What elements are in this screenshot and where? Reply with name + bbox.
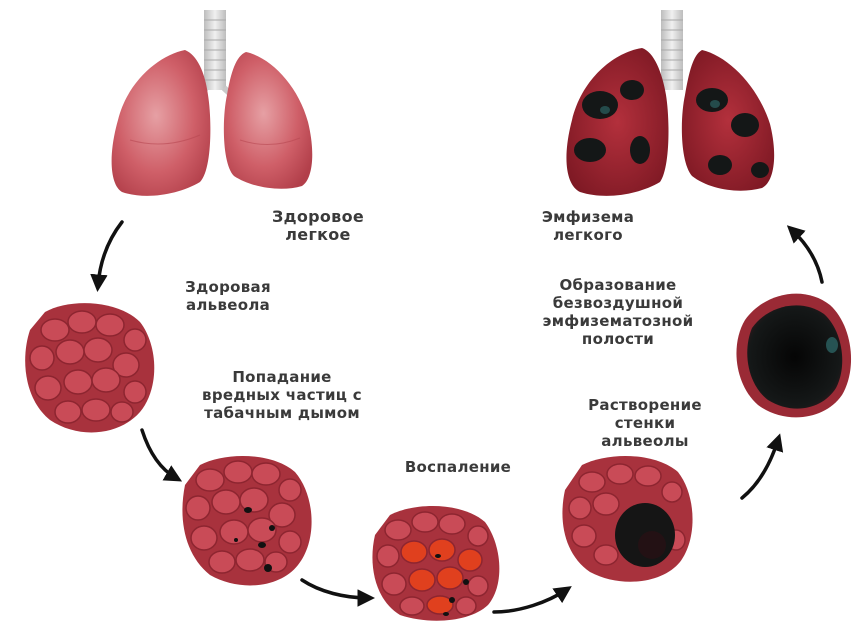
label-healthy-alveolus: Здоровая альвеола xyxy=(168,278,288,314)
arrow-lung-to-alveolus xyxy=(98,222,122,285)
trachea-right xyxy=(661,10,683,90)
healthy-lung-right-lobe xyxy=(224,52,312,189)
arrow-alveolus-to-particles xyxy=(142,430,176,478)
healthy-alveolus-cluster xyxy=(25,303,154,432)
alveolus-with-particles xyxy=(182,456,311,585)
arrow-inflammation-to-dissolution xyxy=(494,590,566,612)
label-inflammation: Воспаление xyxy=(388,458,528,476)
emphysema-lung-left-lobe xyxy=(566,48,668,196)
label-wall-dissolution: Растворение стенки альвеолы xyxy=(560,396,730,450)
label-particles: Попадание вредных частиц с табачным дымо… xyxy=(182,368,382,422)
arrow-cavity-to-emphysema-lung xyxy=(792,230,822,282)
alveolus-wall-dissolution xyxy=(562,456,692,582)
healthy-lung-left-lobe xyxy=(112,50,211,196)
label-cavity-formation: Образование безвоздушной эмфизематозной … xyxy=(518,276,718,348)
arrow-dissolution-to-cavity xyxy=(742,440,778,498)
healthy-lung-illustration xyxy=(112,10,313,196)
emphysematous-cavity xyxy=(736,294,851,418)
label-emphysema-lung: Эмфизема легкого xyxy=(528,208,648,244)
arrow-particles-to-inflammation xyxy=(302,580,368,598)
label-healthy-lung: Здоровое легкое xyxy=(258,208,378,244)
emphysema-lung-illustration xyxy=(566,10,774,196)
inflamed-alveolus xyxy=(372,506,499,621)
